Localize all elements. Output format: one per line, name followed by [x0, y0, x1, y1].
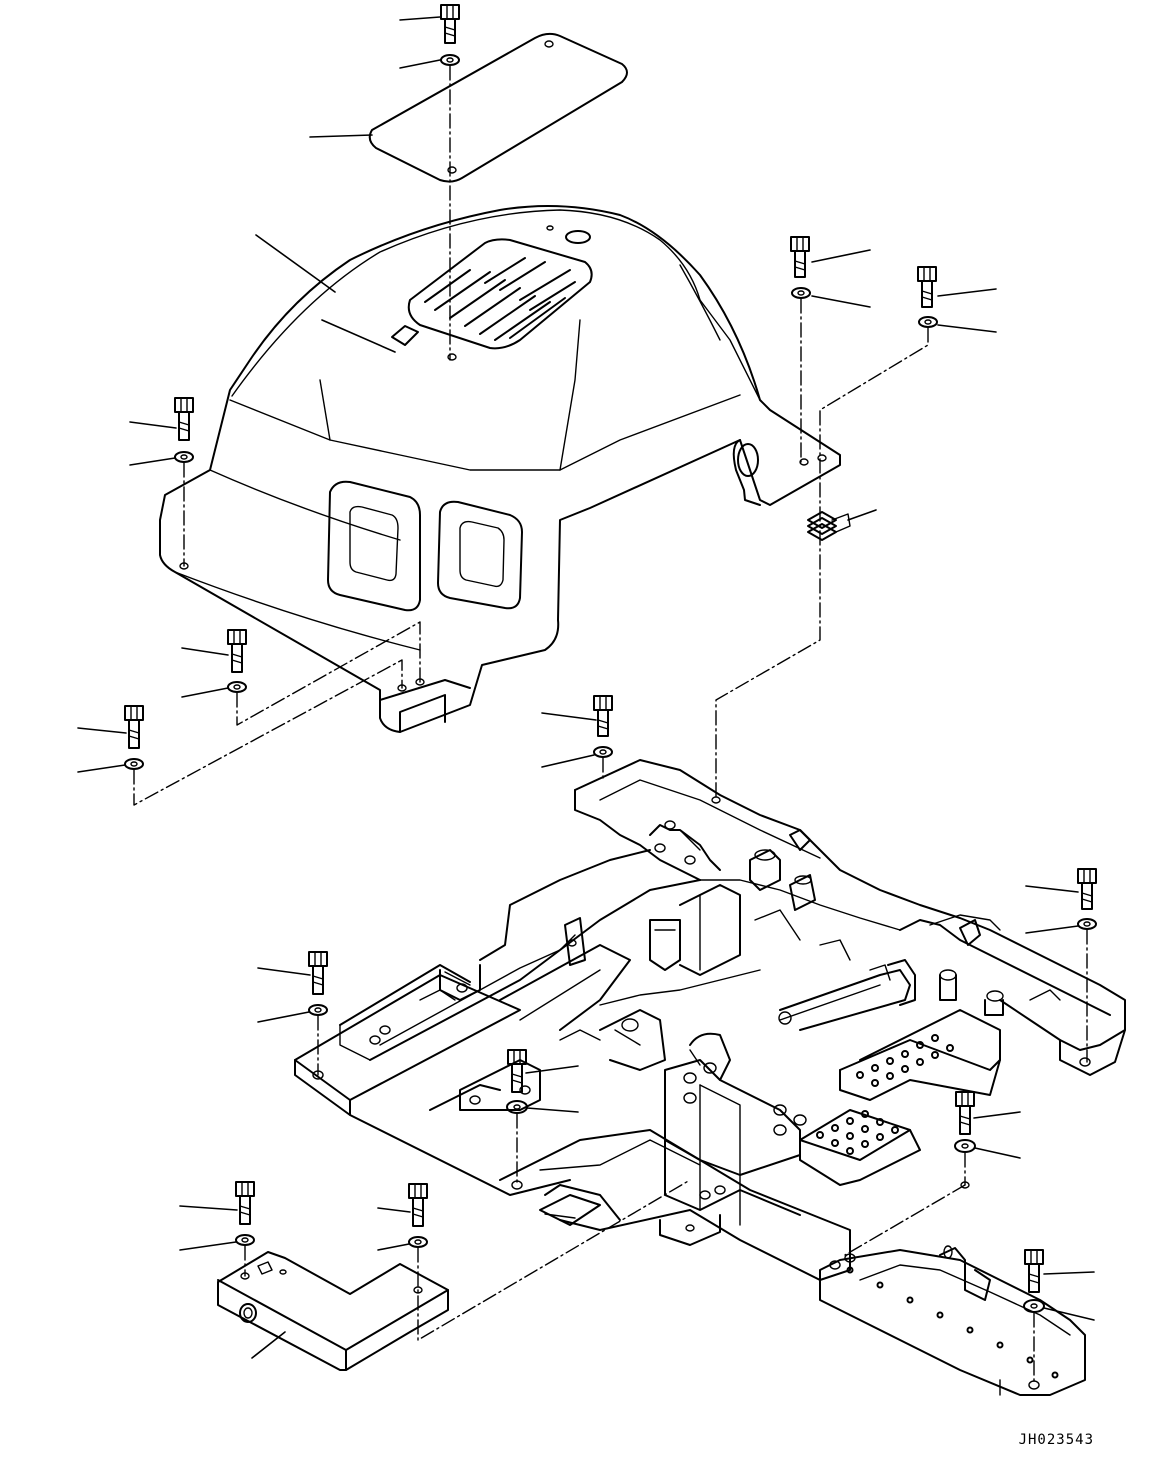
bolt-icon: [1077, 868, 1097, 910]
bolt-icon: [174, 397, 194, 441]
bolt-icon: [955, 1091, 975, 1135]
bolt-icon: [235, 1181, 255, 1225]
washer-icon: [791, 287, 811, 299]
drawing-code: JH023543: [1018, 1432, 1094, 1448]
washer-icon: [174, 451, 194, 463]
washer-icon: [308, 1004, 328, 1016]
washer-icon: [124, 758, 144, 770]
bolts: [124, 4, 1097, 1293]
bolt-icon: [1024, 1249, 1044, 1293]
leader-lines: [77, 16, 1095, 1359]
bracket: [217, 1251, 449, 1371]
bolt-icon: [593, 695, 613, 737]
bolt-icon: [124, 705, 144, 749]
hood-cover: [159, 205, 841, 733]
cover-plate: [368, 32, 628, 183]
washer-icon: [408, 1236, 428, 1248]
washer-icon: [918, 316, 938, 328]
bolt-icon: [408, 1183, 428, 1227]
washers: [124, 54, 1097, 1313]
washer-icon: [1077, 918, 1097, 930]
washer-icon: [593, 746, 613, 758]
cushion: [807, 511, 851, 541]
washer-icon: [954, 1139, 976, 1153]
washer-icon: [235, 1234, 255, 1246]
center-lines: [133, 65, 1088, 1386]
bolt-icon: [440, 4, 460, 44]
washer-icon: [227, 681, 247, 693]
bolt-icon: [227, 629, 247, 673]
bolt-icon: [790, 236, 810, 278]
bolt-icon: [308, 951, 328, 995]
main-frame: [294, 759, 1126, 1396]
washer-icon: [440, 54, 460, 66]
bolt-icon: [917, 266, 937, 308]
